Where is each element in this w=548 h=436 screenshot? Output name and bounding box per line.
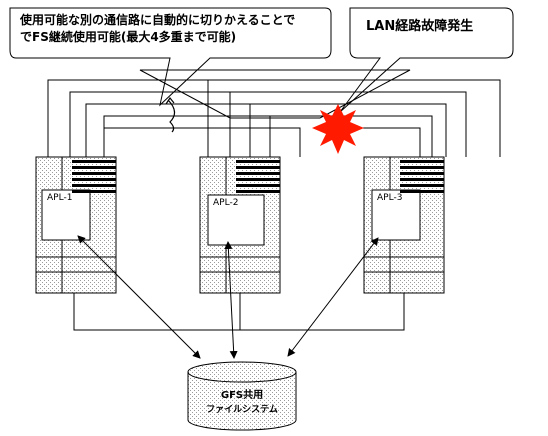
switch-over-icon <box>165 96 176 133</box>
server-3-label: APL-3 <box>377 193 403 203</box>
server-2-label: APL-2 <box>213 198 239 208</box>
storage-label-line1: GFS共用 <box>220 390 264 401</box>
access-arrows <box>77 235 379 359</box>
callout-left-line2: でFS継続使用可能(最大4多重まで可能) <box>20 30 237 44</box>
storage-label-line2: ファイルシステム <box>206 405 278 415</box>
server-2 <box>199 156 281 294</box>
server-3-stripes <box>400 160 444 193</box>
lan-funnel <box>139 69 411 119</box>
server-2-stripes <box>236 160 280 193</box>
server-3 <box>363 156 445 294</box>
callout-right-text: LAN経路故障発生 <box>366 19 474 34</box>
storage-cylinder <box>187 361 297 431</box>
callout-bubble-right <box>339 7 514 113</box>
callout-left-text: 使用可能な別の通信路に自動的に切りかえることで でFS継続使用可能(最大4多重ま… <box>20 12 320 46</box>
callout-bubble-left <box>9 7 332 107</box>
server-1 <box>35 156 117 294</box>
callout-left-line1: 使用可能な別の通信路に自動的に切りかえることで <box>20 13 296 27</box>
server-1-stripes <box>72 160 116 193</box>
bottom-interconnect <box>73 293 405 331</box>
fault-burst-icon <box>312 104 364 154</box>
server-1-label: APL-1 <box>47 193 73 203</box>
